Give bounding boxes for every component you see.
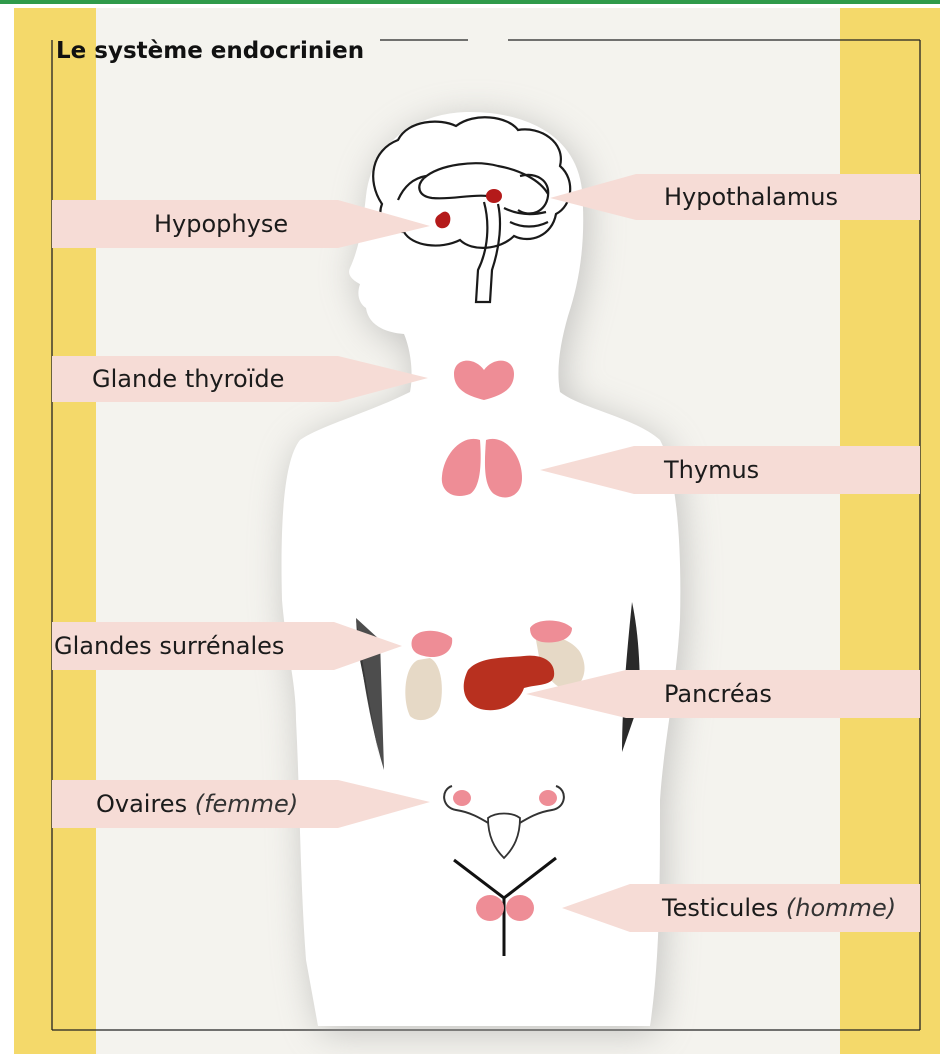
hypothalamus-gland bbox=[486, 189, 502, 203]
left-yellow-band bbox=[14, 8, 96, 1054]
label-ovaires: Ovaires (femme) bbox=[96, 792, 298, 816]
label-testicules-text: Testicules bbox=[662, 894, 778, 922]
diagram-title: Le système endocrinien bbox=[56, 38, 364, 64]
left-testicle bbox=[476, 895, 504, 921]
label-testicules: Testicules (homme) bbox=[662, 896, 896, 920]
right-testicle bbox=[506, 895, 534, 921]
left-ovary bbox=[453, 790, 471, 806]
label-ovaires-text: Ovaires bbox=[96, 790, 187, 818]
right-ovary bbox=[539, 790, 557, 806]
label-testicules-note: (homme) bbox=[786, 894, 896, 922]
label-thymus: Thymus bbox=[664, 458, 759, 482]
left-kidney bbox=[405, 658, 442, 720]
label-thyroide: Glande thyroïde bbox=[92, 367, 284, 391]
label-hypothalamus: Hypothalamus bbox=[664, 185, 838, 209]
label-pancreas: Pancréas bbox=[664, 682, 772, 706]
label-hypophyse: Hypophyse bbox=[154, 212, 288, 236]
label-surrenales: Glandes surrénales bbox=[54, 634, 284, 658]
label-ovaires-note: (femme) bbox=[195, 790, 298, 818]
